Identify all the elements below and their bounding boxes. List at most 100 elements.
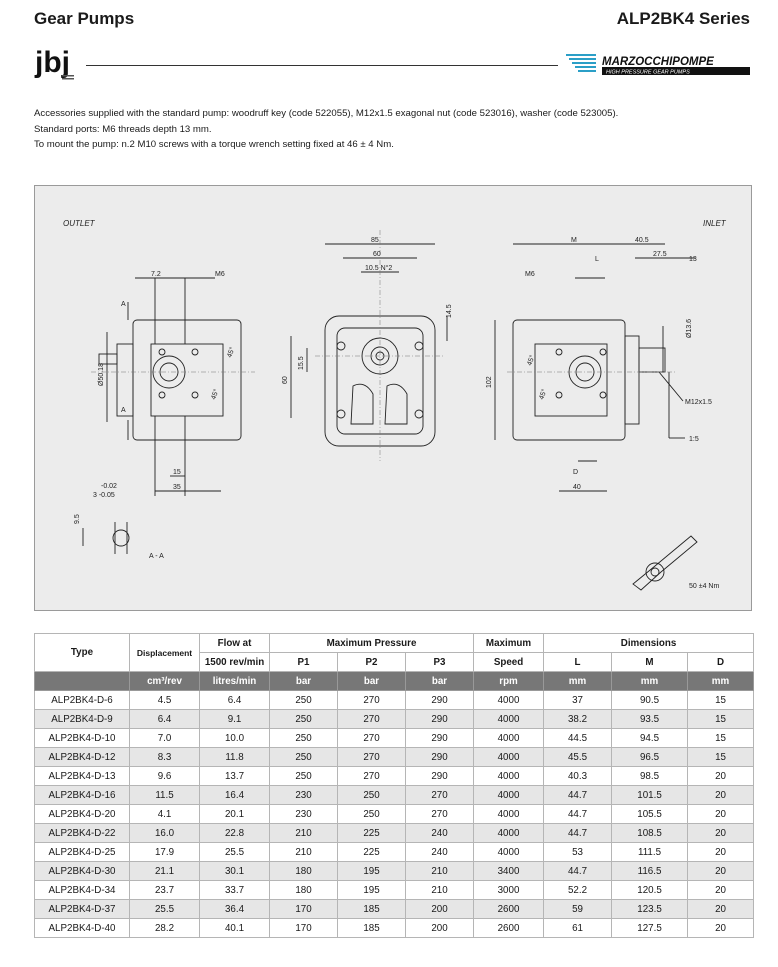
table-cell: 28.2	[129, 918, 200, 938]
drawing-canvas: OUTLET INLET A - A 85 60 10.5 N°2 14.5 7…	[63, 219, 727, 591]
angle-45-c: 45°	[525, 354, 536, 367]
table-cell: 33.7	[199, 880, 270, 900]
table-cell: ALP2BK4-D-10	[34, 728, 130, 748]
table-cell: 98.5	[611, 766, 689, 786]
dim-10-5: 10.5 N°2	[365, 264, 392, 272]
tolerance-upper: -0.02	[101, 483, 117, 490]
table-cell: 36.4	[199, 899, 270, 919]
table-cell: 240	[404, 842, 475, 862]
table-cell: 61	[543, 918, 613, 938]
table-cell: 4000	[473, 709, 545, 729]
col-p2: P2	[337, 652, 406, 672]
jbj-logo: jbj	[34, 46, 74, 80]
table-cell: 120.5	[611, 880, 689, 900]
note-line: To mount the pump: n.2 M10 screws with a…	[34, 139, 394, 150]
table-cell: 195	[337, 861, 406, 881]
table-cell: 270	[337, 690, 406, 710]
dim-40: 40	[573, 484, 581, 491]
table-cell: 180	[269, 861, 338, 881]
col-displacement: Displacement	[129, 633, 200, 672]
unit-type	[34, 671, 130, 691]
thread-m12: M12x1.5	[685, 399, 712, 406]
table-cell: 40.1	[199, 918, 270, 938]
table-cell: 127.5	[611, 918, 689, 938]
table-cell: 16.4	[199, 785, 270, 805]
table-cell: 250	[269, 709, 338, 729]
angle-45-b: 45°	[209, 388, 220, 401]
table-cell: 225	[337, 823, 406, 843]
table-cell: 45.5	[543, 747, 613, 767]
unit-l: mm	[543, 671, 613, 691]
table-cell: 11.8	[199, 747, 270, 767]
table-cell: 25.5	[129, 899, 200, 919]
table-cell: 270	[337, 747, 406, 767]
dim-l: L	[595, 256, 599, 263]
tolerance-lower: 3 -0.05	[93, 492, 115, 499]
table-cell: ALP2BK4-D-13	[34, 766, 130, 786]
dim-7-2: 7.2	[151, 271, 161, 278]
col-m: M	[611, 652, 689, 672]
table-cell: 40.3	[543, 766, 613, 786]
table-cell: ALP2BK4-D-6	[34, 690, 130, 710]
table-cell: 2600	[473, 899, 545, 919]
table-cell: 250	[269, 747, 338, 767]
table-cell: 38.2	[543, 709, 613, 729]
page-title: Gear Pumps	[34, 9, 135, 28]
table-cell: 210	[269, 842, 338, 862]
table-cell: 37	[543, 690, 613, 710]
section-mark-top: A	[121, 301, 126, 308]
unit-p3: bar	[404, 671, 475, 691]
dim-9-5: 9.5	[74, 514, 81, 524]
table-cell: 123.5	[611, 899, 689, 919]
table-cell: 16.0	[129, 823, 200, 843]
table-cell: 15	[687, 709, 755, 729]
table-cell: 210	[269, 823, 338, 843]
table-cell: 250	[269, 766, 338, 786]
table-cell: 8.3	[129, 747, 200, 767]
marzocchi-logo-subtext: HIGH PRESSURE GEAR PUMPS	[606, 70, 690, 76]
table-cell: 20	[687, 823, 755, 843]
table-cell: 230	[269, 804, 338, 824]
dim-40-5: 40.5	[635, 237, 649, 244]
dim-14-5: 14.5	[446, 304, 453, 318]
dim-15: 15	[173, 469, 181, 476]
table-cell: 4000	[473, 766, 545, 786]
table-cell: 210	[404, 880, 475, 900]
table-cell: 20	[687, 842, 755, 862]
table-cell: ALP2BK4-D-34	[34, 880, 130, 900]
table-cell: 44.5	[543, 728, 613, 748]
dim-diameter-50-18: Ø50.18	[98, 363, 105, 386]
table-cell: 11.5	[129, 785, 200, 805]
table-cell: 21.1	[129, 861, 200, 881]
table-cell: 290	[404, 690, 475, 710]
table-cell: 290	[404, 709, 475, 729]
jbj-logo-text: jbj	[34, 46, 70, 79]
table-cell: 44.7	[543, 804, 613, 824]
table-cell: 200	[404, 899, 475, 919]
table-cell: ALP2BK4-D-22	[34, 823, 130, 843]
header-rule	[86, 65, 558, 66]
dim-85: 85	[371, 237, 379, 244]
table-cell: 290	[404, 728, 475, 748]
table-cell: 3000	[473, 880, 545, 900]
table-cell: 2600	[473, 918, 545, 938]
table-cell: 20	[687, 785, 755, 805]
col-dimensions: Dimensions	[543, 633, 755, 653]
table-cell: 250	[337, 785, 406, 805]
technical-drawing: OUTLET INLET A - A 85 60 10.5 N°2 14.5 7…	[34, 185, 752, 611]
table-cell: 93.5	[611, 709, 689, 729]
table-cell: 290	[404, 747, 475, 767]
table-cell: ALP2BK4-D-9	[34, 709, 130, 729]
table-cell: 270	[337, 728, 406, 748]
table-cell: 210	[404, 861, 475, 881]
col-speed-sub: Speed	[473, 652, 545, 672]
dim-15-5: 15.5	[298, 356, 305, 370]
table-cell: 52.2	[543, 880, 613, 900]
note-line: Accessories supplied with the standard p…	[34, 108, 619, 119]
table-cell: 4000	[473, 823, 545, 843]
table-cell: 101.5	[611, 785, 689, 805]
table-cell: 111.5	[611, 842, 689, 862]
